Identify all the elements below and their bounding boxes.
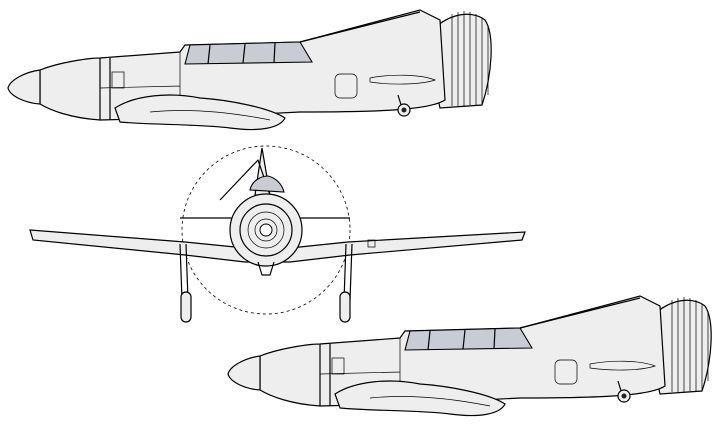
- canopy-front: [249, 175, 285, 193]
- landing-gear-left: [179, 243, 192, 323]
- front-view: [29, 145, 526, 323]
- landing-gear-right: [339, 243, 353, 323]
- side-view-bottom: [227, 295, 712, 417]
- side-view-top: [7, 9, 492, 131]
- propeller-disc: [181, 145, 351, 315]
